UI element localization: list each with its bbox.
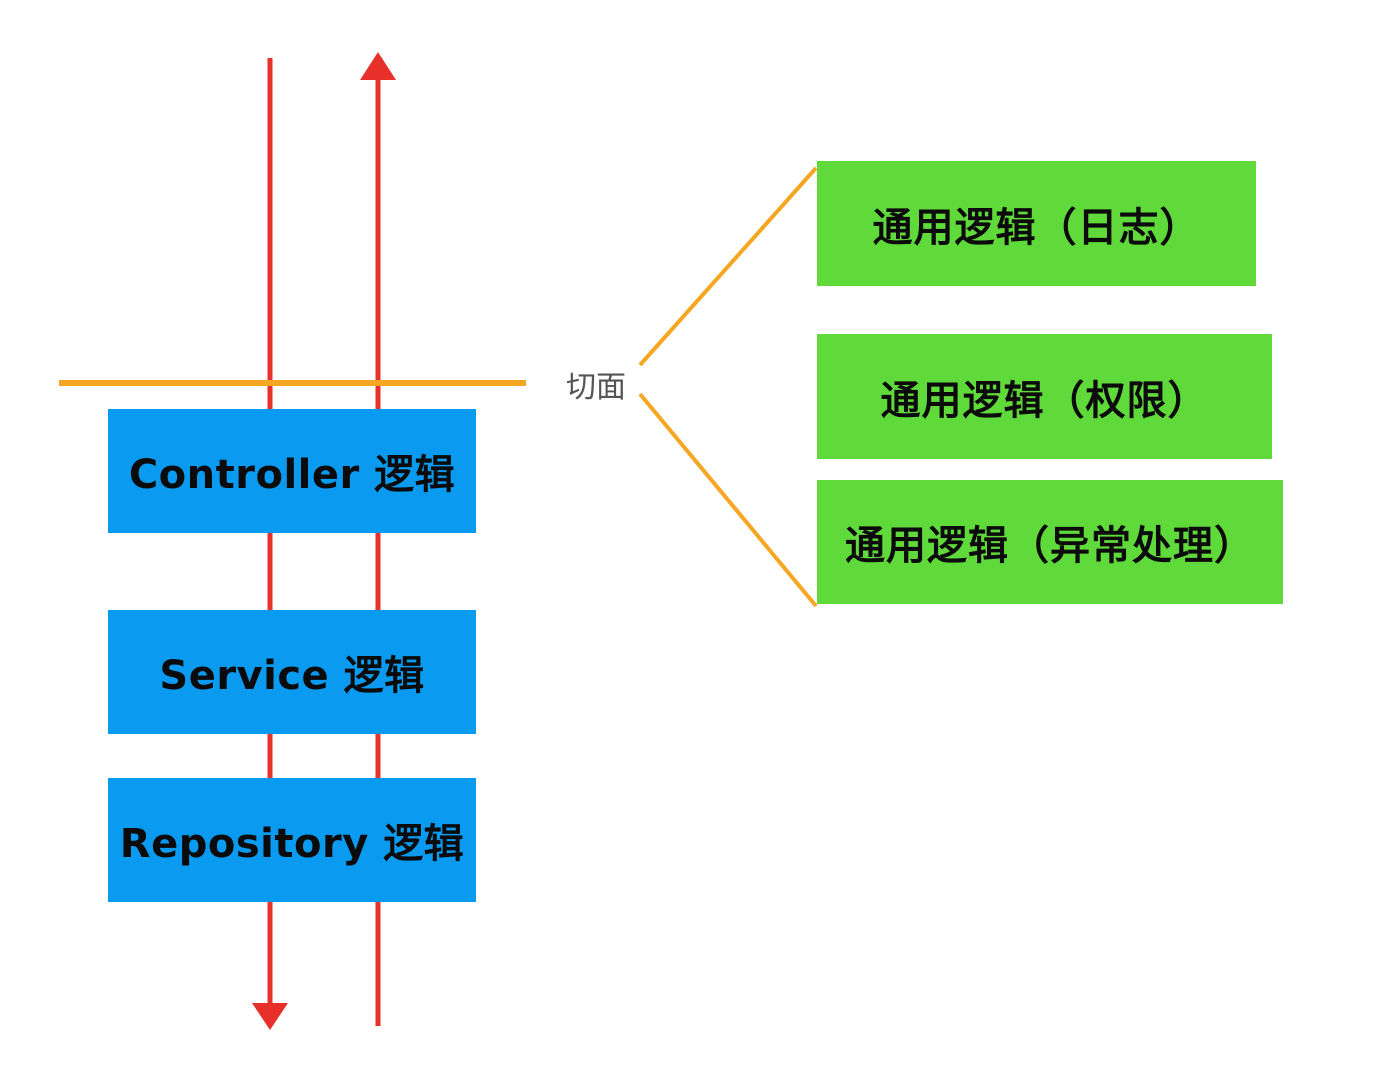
controller-layer-box: Controller 逻辑: [108, 409, 476, 533]
request-flow-arrowhead: [252, 1003, 288, 1030]
connector-lower: [638, 392, 818, 608]
auth-concern-box: 通用逻辑（权限）: [817, 334, 1272, 459]
aspect-label: 切面: [566, 370, 626, 405]
service-layer-box: Service 逻辑: [108, 610, 476, 734]
response-flow-arrowhead: [360, 52, 396, 80]
exception-concern-box: 通用逻辑（异常处理）: [817, 480, 1283, 604]
logging-concern-box: 通用逻辑（日志）: [817, 161, 1256, 286]
repository-layer-box: Repository 逻辑: [108, 778, 476, 902]
connector-upper: [638, 166, 818, 367]
